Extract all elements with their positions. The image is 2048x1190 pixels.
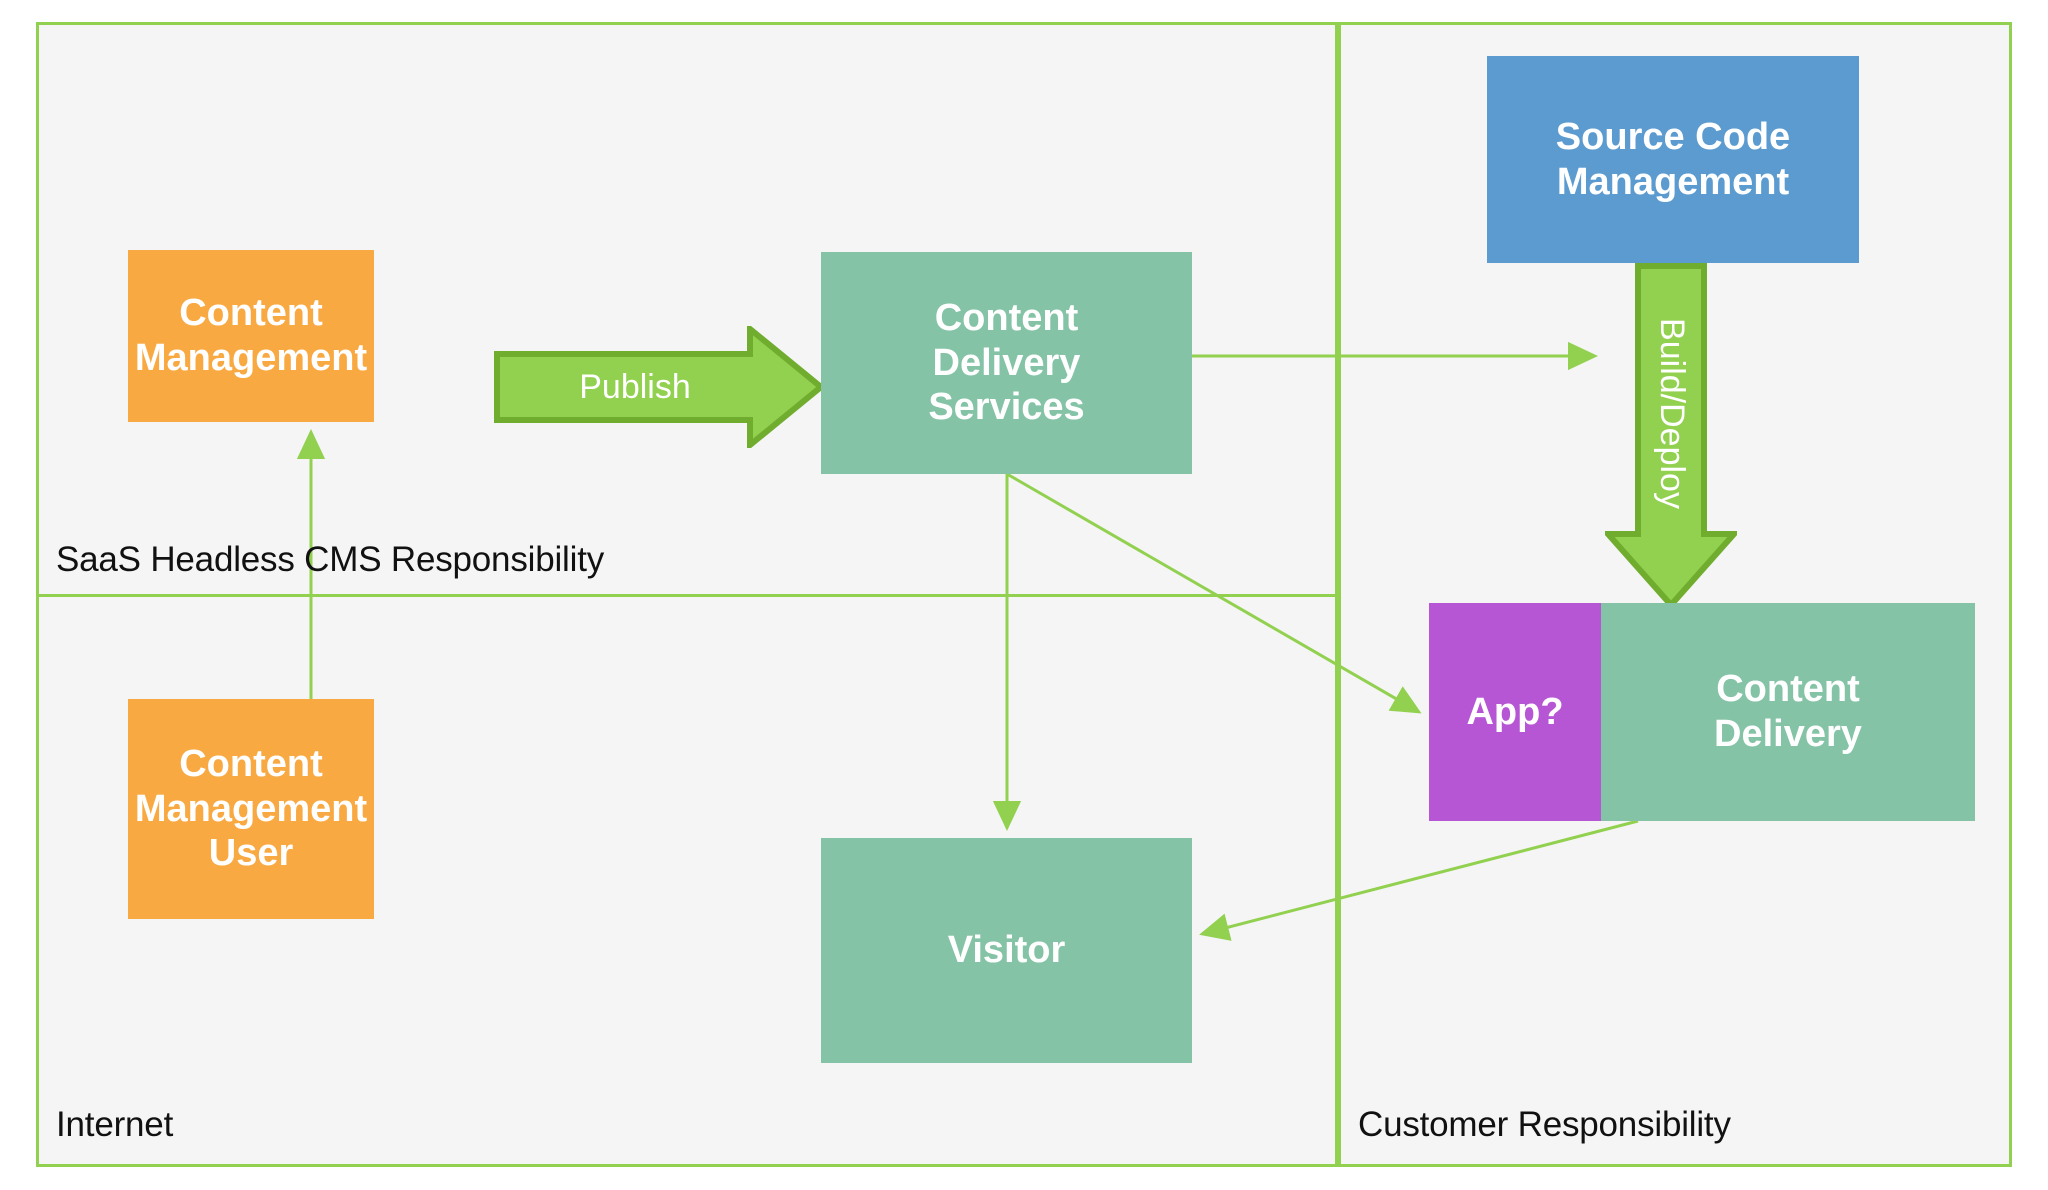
zone-label-customer-responsibility: Customer Responsibility [1358,1105,1731,1144]
publish-arrow-label: Publish [494,326,776,448]
build-deploy-arrow-label-text: Build/Deploy [1652,317,1691,509]
build-deploy-block-arrow [1605,263,1737,608]
publish-arrow-label-text: Publish [579,367,691,406]
publish-block-arrow [494,326,824,448]
node-visitor[interactable]: Visitor [821,838,1192,1063]
node-content-delivery-services[interactable]: Content Delivery Services [821,252,1192,474]
node-content-delivery[interactable]: Content Delivery [1601,603,1975,821]
build-deploy-arrow-label: Build/Deploy [1605,263,1737,563]
zone-label-saas-headless-cms: SaaS Headless CMS Responsibility [56,540,605,579]
node-content-management[interactable]: Content Management [128,250,374,422]
zone-label-internet: Internet [56,1105,174,1144]
node-app[interactable]: App? [1429,603,1601,821]
node-content-management-user[interactable]: Content Management User [128,699,374,919]
node-source-code-management[interactable]: Source Code Management [1487,56,1859,263]
